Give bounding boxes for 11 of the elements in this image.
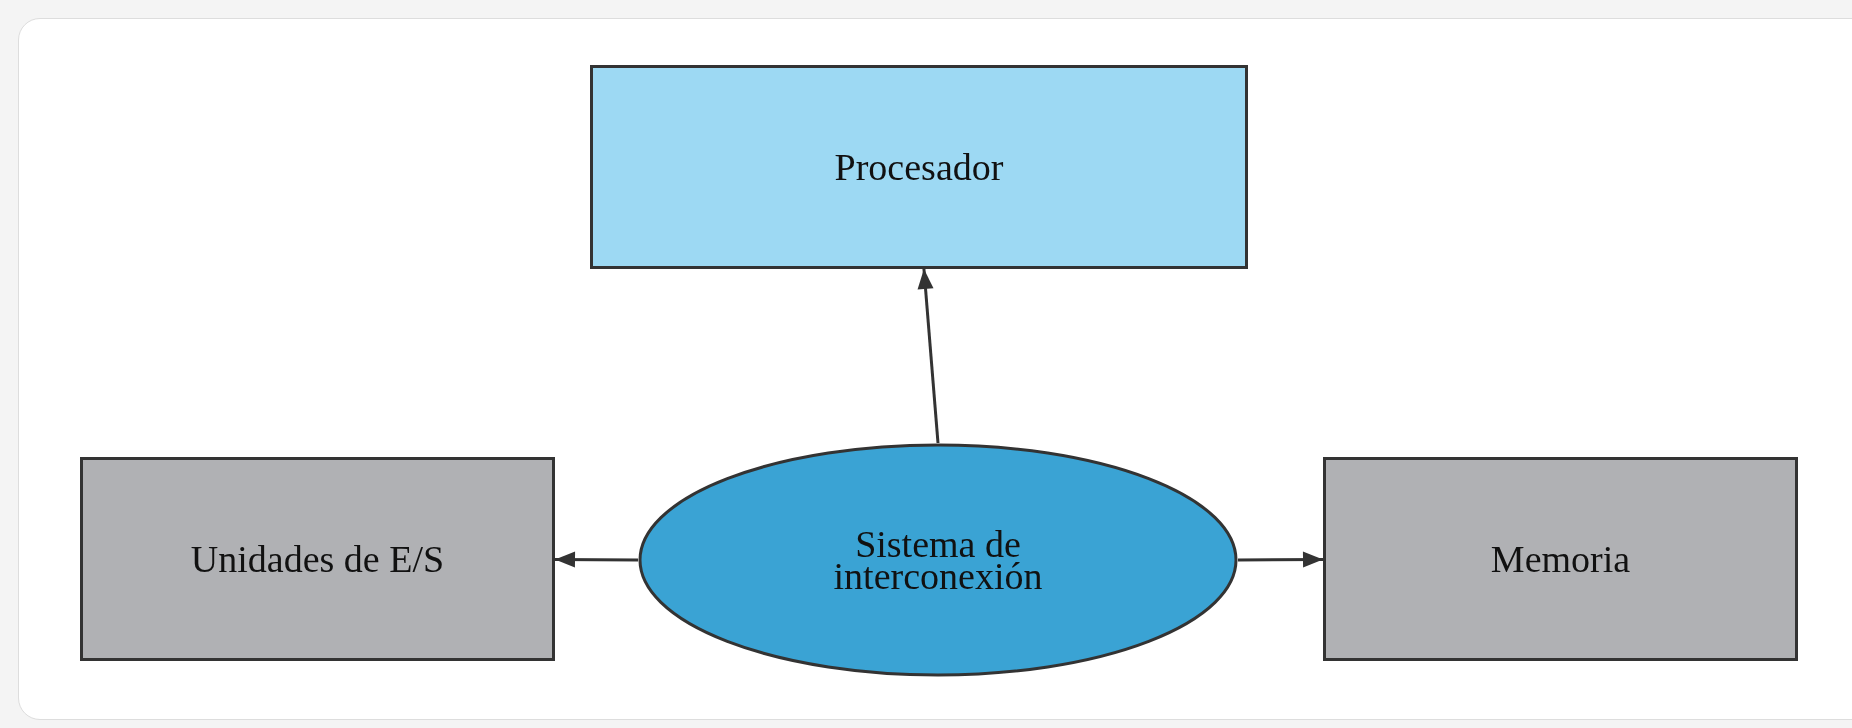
node-label: Memoria — [1490, 540, 1631, 578]
node-label: Sistema de interconexión — [832, 527, 1044, 593]
arrow — [555, 551, 638, 568]
arrow — [1238, 551, 1323, 568]
node-label: Procesador — [834, 148, 1004, 186]
node-label: Unidades de E/S — [190, 540, 445, 578]
process-box — [80, 457, 555, 661]
process-box — [1323, 457, 1798, 661]
process-box — [590, 65, 1248, 269]
arrow — [917, 268, 940, 444]
process-ellipse — [638, 443, 1238, 677]
